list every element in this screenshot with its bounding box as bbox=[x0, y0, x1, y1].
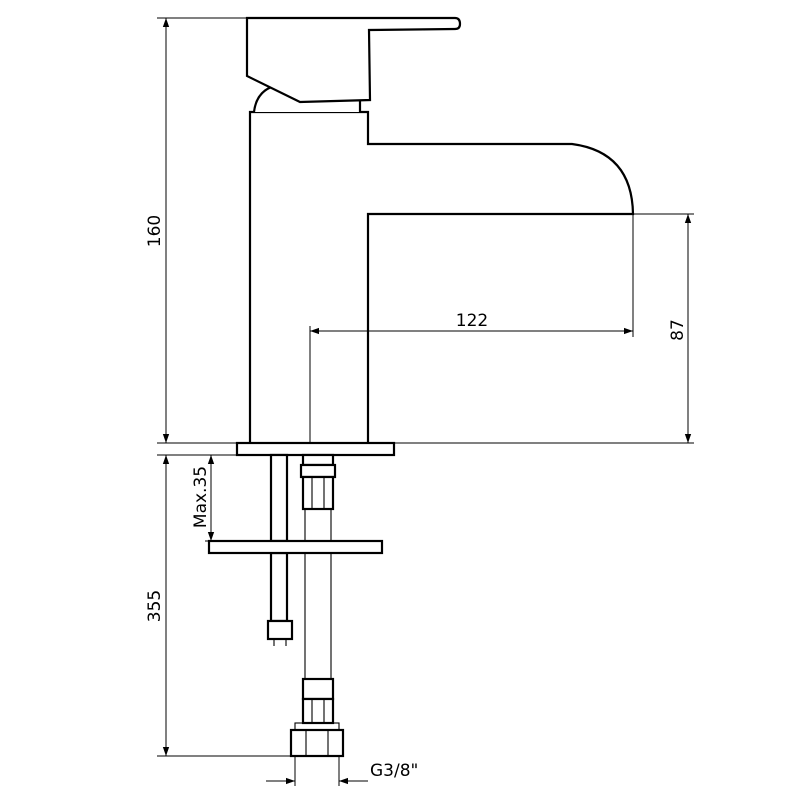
dimension-label-max35: Max.35 bbox=[191, 466, 211, 528]
hex-nut bbox=[289, 722, 345, 758]
dimension-max-deck: Max.35 bbox=[191, 454, 237, 542]
dimension-label-87: 87 bbox=[668, 319, 688, 341]
deck-plate bbox=[235, 441, 396, 457]
dimension-total-height: 160 bbox=[145, 17, 247, 444]
flexible-hose bbox=[299, 453, 337, 725]
dimension-spout-height: 87 bbox=[394, 213, 694, 444]
dimension-label-160: 160 bbox=[145, 215, 165, 247]
dimension-label-355: 355 bbox=[145, 590, 165, 622]
dimension-label-122: 122 bbox=[456, 311, 488, 331]
dimension-connection-thread: G3/8" bbox=[266, 756, 418, 786]
dimension-hose-length: 355 bbox=[145, 454, 291, 757]
dimension-label-thread: G3/8" bbox=[370, 761, 418, 781]
lever-handle bbox=[245, 16, 462, 104]
mounting-plate bbox=[207, 539, 384, 555]
dimension-spout-reach: 122 bbox=[309, 214, 634, 443]
faucet-body bbox=[248, 110, 635, 443]
